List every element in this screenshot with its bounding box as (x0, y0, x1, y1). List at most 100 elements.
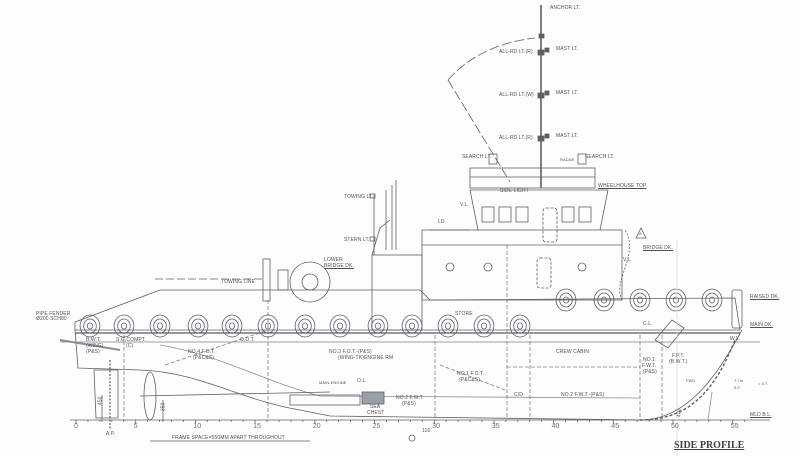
tyre-fender (477, 318, 491, 334)
tyre-fender (441, 318, 455, 334)
tyre-fender (113, 314, 135, 338)
funnel-front (371, 219, 391, 256)
label-vl: V.L. (460, 202, 469, 208)
tyre-fender (473, 314, 495, 338)
label-crew-cabin: CREW CABIN (556, 349, 589, 355)
tyre-fender (708, 296, 716, 304)
label-mast-light: MAST LT. (556, 133, 579, 139)
tyre-fender (329, 314, 351, 338)
frame-number: 10 (193, 423, 202, 430)
frame-number: 5 (133, 423, 138, 430)
label-lower-bridge-deck: BRIDGE DK. (324, 263, 354, 269)
tyre-fender (672, 296, 680, 304)
tyre-fender (701, 288, 723, 312)
centerline-mark (408, 434, 416, 442)
label-no4-fot: NO.4 F.O.T. (188, 349, 216, 355)
tyre-fender (516, 322, 524, 330)
winch-hub (301, 273, 319, 291)
label-sea-chest: CHEST (367, 410, 385, 416)
label-frame-space: FRAME SPACE=550MM APART THROUGHOUT (172, 435, 285, 441)
frame-number: 25 (372, 423, 381, 430)
tyre-fender (480, 322, 488, 330)
label-no3-fot: NO.3 F.O.T.-(P&S) (329, 349, 372, 355)
main-engine (289, 394, 361, 406)
tyre-fender (374, 322, 382, 330)
drawing-title: SIDE PROFILE (674, 440, 745, 451)
tyre-fender (371, 318, 385, 334)
label-stern-light: STERN LT. (344, 237, 370, 243)
label-pipe-fender: PIPE FENDER (36, 311, 71, 317)
tyre-fender (367, 314, 389, 338)
label-search-light: SEARCH LT. (462, 154, 492, 160)
label-odt: O.D.T. (240, 337, 255, 343)
label-search-light: SEARCH LT. (585, 154, 615, 160)
label-anchor-light: ANCHOR LT. (550, 5, 581, 11)
mast-lights (537, 33, 550, 142)
note-handwritten: 5.0 (734, 385, 740, 390)
tyre-fender (225, 318, 239, 334)
label-steering-gear-compt: S.G.COMPT. (116, 337, 146, 343)
portholes (445, 262, 587, 272)
tyre-fender (156, 322, 164, 330)
tyre-fender (437, 314, 459, 338)
tyre-fender (79, 314, 101, 338)
bridge-deckhouse (421, 229, 623, 301)
revision-triangle (635, 227, 647, 239)
label-pipe-fender-size: Ø200 SCH80 (36, 316, 67, 322)
tyre-fender (336, 322, 344, 330)
frame-number: 40 (551, 423, 560, 430)
revision-mark: A (639, 231, 642, 236)
label-no2-fwt-aft: NO.2 F.W.T. (396, 395, 424, 401)
label-fwd: FWD (686, 378, 696, 383)
tyre-fender (629, 288, 651, 312)
tyre-fender (408, 322, 416, 330)
label-mast-light: MAST LT. (556, 90, 579, 96)
stern-light (369, 236, 376, 242)
label-bwt: (P&S) (86, 349, 100, 355)
label-centerline: C.L. (643, 321, 653, 327)
tyre-fender (294, 314, 316, 338)
tyre-fender (636, 296, 644, 304)
label-aft-perpendicular: A.P. (106, 431, 116, 437)
frame-number: 45 (611, 423, 620, 430)
label-fpt: F.P.T. (672, 353, 685, 359)
tyre-fender (513, 318, 527, 334)
tyre-fender (401, 314, 423, 338)
label-wheelhouse-top: WHEELHOUSE TOP (598, 183, 647, 189)
tyre-fender (509, 314, 531, 338)
light-arc (447, 37, 536, 81)
search-light-port (488, 153, 498, 165)
label-store: STORE (455, 311, 473, 317)
label-all-round-light: ALL-RD LT.(R) (499, 49, 533, 55)
tyre-fender (153, 318, 167, 334)
label-sea-chest: SEA (370, 404, 381, 410)
label-radar: RADAR (560, 157, 575, 162)
tyre-fender (83, 318, 97, 334)
dim-450: 450 (97, 396, 104, 406)
tyre-fender (405, 318, 419, 334)
label-towing-light: TOWING LT. (344, 194, 374, 200)
search-light-stbd (577, 153, 587, 165)
door (536, 257, 552, 289)
towing-light (369, 193, 376, 199)
label-no1-fwt: F.W.T. (642, 363, 657, 369)
frame-ticks (75, 420, 746, 424)
inner-bottom (159, 344, 641, 399)
label-ol: O.L. (357, 378, 367, 384)
label-ld: LD (438, 219, 445, 225)
shaft-line (139, 391, 331, 397)
frame-number: 0 (74, 423, 78, 430)
label-main-deck: MAIN DK. (750, 322, 774, 328)
lower-deckhouse (371, 254, 423, 331)
frame-number: 15 (253, 423, 261, 430)
dim-350: 350 (160, 402, 167, 412)
tyre-fender (120, 322, 128, 330)
tyre-fender (191, 318, 205, 334)
sea-chest (361, 391, 385, 405)
tyre-fender (705, 292, 719, 308)
label-engine-room: ENGINE RM (364, 355, 394, 361)
tyre-fender (633, 292, 647, 308)
dim-400: 400 (676, 408, 683, 418)
